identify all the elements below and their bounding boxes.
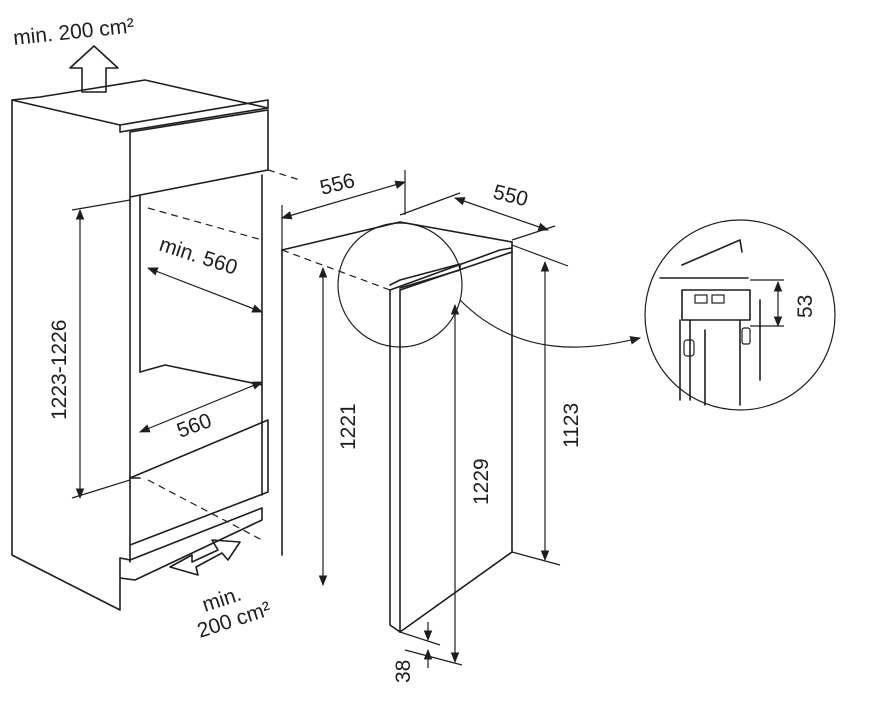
dim-height-1229: 1229 [470, 458, 493, 505]
dim-height-1221: 1221 [337, 403, 360, 450]
vent-arrow-top [69, 45, 119, 93]
dim-detail-53: 53 [794, 295, 817, 318]
dim-niche-height: 1223-1226 [48, 320, 71, 420]
vent-arrow-bottom [169, 539, 241, 576]
detail-callout [337, 222, 642, 348]
dim-depth-550: 550 [491, 181, 531, 212]
dim-width-556: 556 [318, 169, 358, 200]
vent-top-label: min. 200 cm² [12, 14, 135, 50]
dimension-lines [71, 169, 784, 668]
dim-niche-width-bottom: 560 [174, 409, 215, 443]
cabinet-niche [11, 79, 269, 611]
appliance-body [281, 221, 513, 633]
dim-height-1123: 1123 [560, 403, 583, 448]
dim-niche-width-top: min. 560 [156, 233, 240, 280]
dim-offset-38: 38 [392, 660, 415, 683]
hinge-detail [644, 219, 836, 411]
